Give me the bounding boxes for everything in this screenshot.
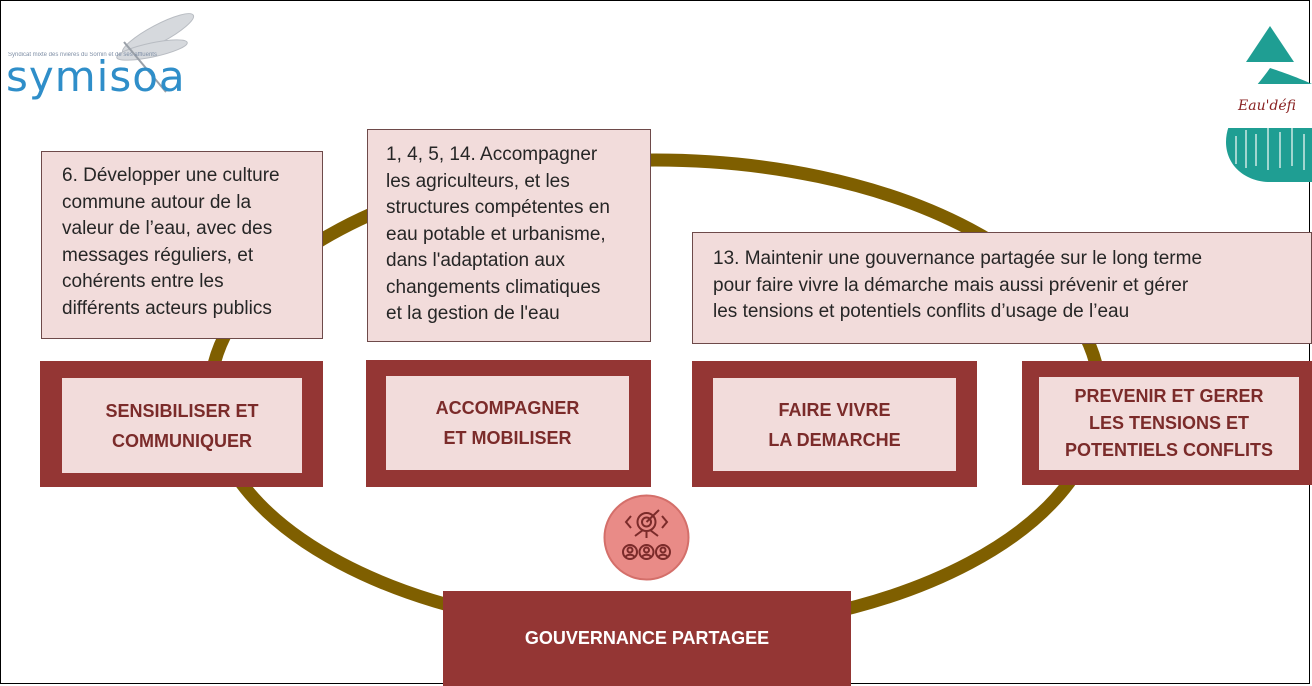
logo-tagline: Syndicat mixte des rivières du Sornin et… [8, 52, 157, 58]
objective-1-4-5-14-text: 1, 4, 5, 14. Accompagner les agriculteur… [386, 144, 610, 324]
objective-13-box: 13. Maintenir une gouvernance partagée s… [692, 232, 1312, 344]
eau-defi-label: Eau'défi [1238, 98, 1297, 114]
target-people-icon [603, 494, 690, 581]
objective-6-text: 6. Développer une culture commune autour… [62, 165, 280, 319]
action-faire-vivre-box: FAIRE VIVRE LA DEMARCHE [692, 361, 977, 487]
action-prevenir-box: PREVENIR ET GERER LES TENSIONS ET POTENT… [1022, 361, 1312, 485]
logo-wordmark: symisoa [6, 52, 186, 101]
action-sensibiliser-label: SENSIBILISER ET COMMUNIQUER [62, 378, 302, 473]
governance-label: GOUVERNANCE PARTAGEE [524, 628, 770, 648]
action-accompagner-box: ACCOMPAGNER ET MOBILISER [366, 360, 651, 487]
action-faire-vivre-label: FAIRE VIVRE LA DEMARCHE [713, 378, 956, 471]
action-accompagner-label: ACCOMPAGNER ET MOBILISER [386, 376, 629, 470]
objective-6-box: 6. Développer une culture commune autour… [41, 151, 323, 339]
dragonfly-icon [116, 13, 195, 93]
eau-defi-drop-icon [1222, 26, 1312, 182]
governance-box: GOUVERNANCE PARTAGEE [443, 591, 851, 686]
action-prevenir-label: PREVENIR ET GERER LES TENSIONS ET POTENT… [1039, 377, 1299, 470]
objective-13-text: 13. Maintenir une gouvernance partagée s… [713, 248, 1203, 322]
objective-1-4-5-14-box: 1, 4, 5, 14. Accompagner les agriculteur… [367, 129, 651, 342]
symisoa-logo [6, 12, 206, 104]
action-sensibiliser-box: SENSIBILISER ET COMMUNIQUER [40, 361, 323, 487]
